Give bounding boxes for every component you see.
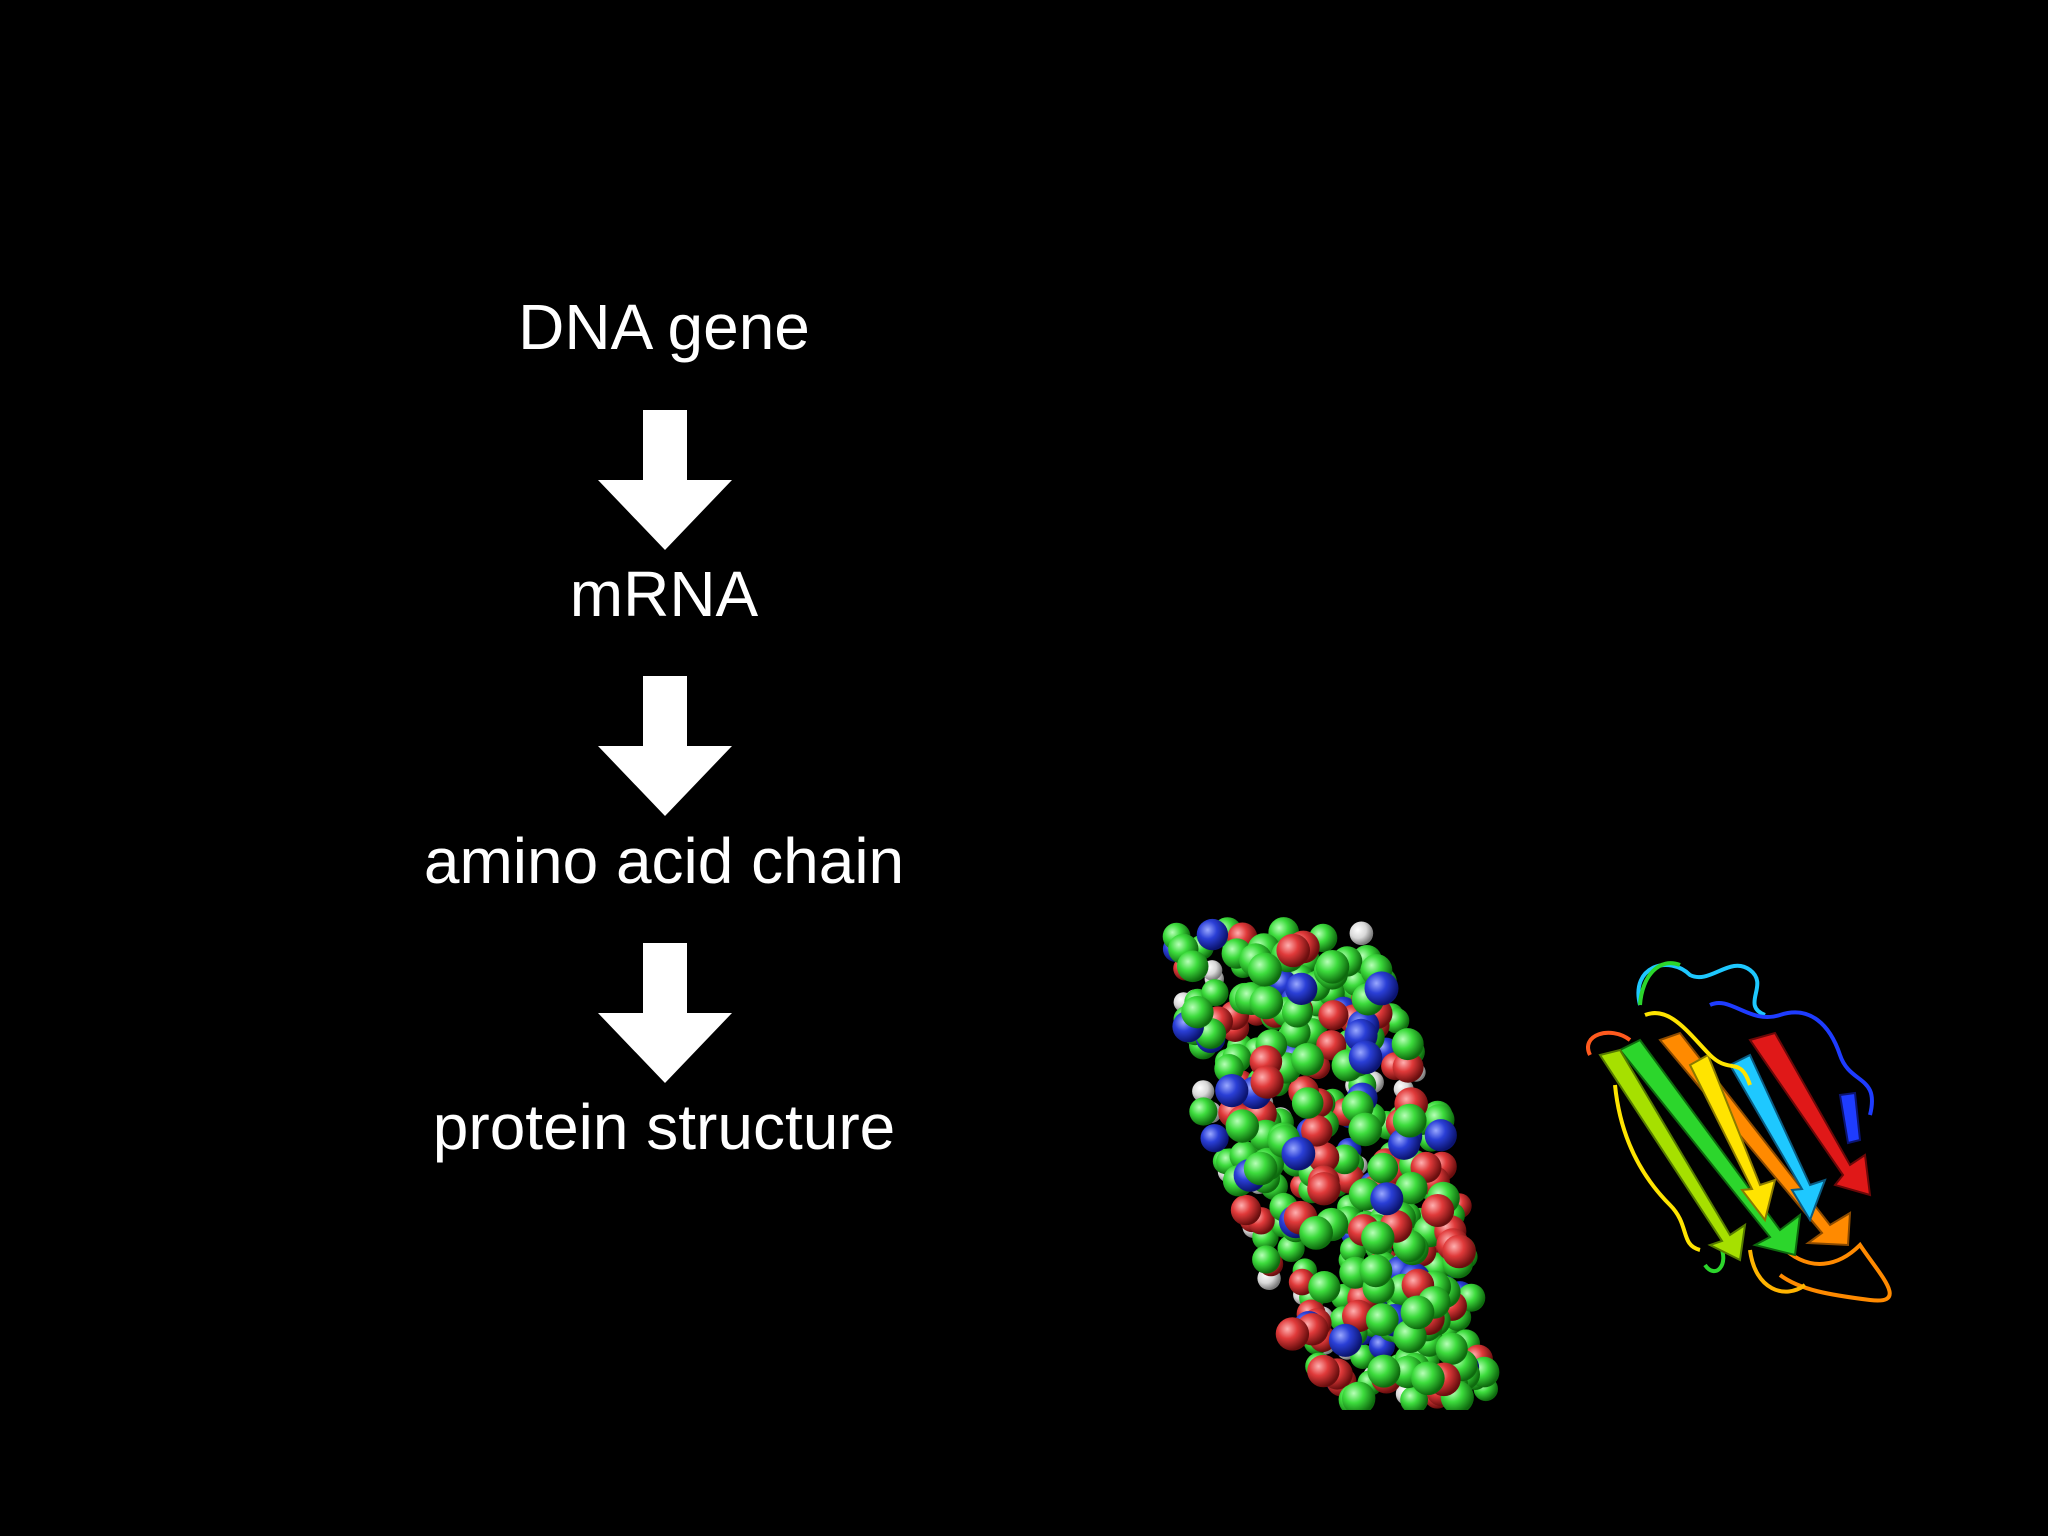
atom-sphere [1201,979,1229,1007]
step-protein-structure: protein structure [432,1091,896,1163]
atom-sphere [1308,1141,1340,1173]
atom-sphere [1348,1112,1382,1147]
atom-sphere [1200,1124,1229,1153]
atom-sphere [1442,1234,1476,1269]
atom-sphere [1301,1115,1333,1147]
atom-sphere [1215,1074,1249,1108]
atom-sphere [1243,1151,1278,1186]
down-arrow-icon [598,943,732,1083]
atom-sphere [1230,1194,1262,1226]
atom-sphere [1281,1136,1316,1171]
step-mrna: mRNA [569,558,759,630]
down-arrow-icon [598,676,732,816]
atom-sphere [1328,1323,1363,1357]
atom-sphere [1391,1028,1424,1061]
atom-sphere [1299,1216,1333,1250]
atom-sphere [1370,1182,1404,1216]
atom-sphere [1247,952,1282,987]
atom-sphere [1392,1051,1424,1083]
atom-sphere [1308,1271,1341,1304]
atom-sphere [1315,950,1350,984]
atom-sphere [1189,1097,1218,1126]
atom-sphere [1181,996,1214,1029]
atom-sphere [1196,918,1229,951]
atom-sphere [1225,1109,1259,1143]
atom-sphere [1421,1194,1455,1227]
atom-sphere [1291,1087,1324,1119]
atom-sphere [1285,972,1318,1005]
atom-sphere [1367,1152,1399,1184]
atom-sphere [1307,1172,1341,1206]
atom-sphere [1307,1354,1340,1388]
atom-sphere [1392,1103,1427,1138]
atom-sphere [1365,1303,1399,1337]
atom-sphere [1276,933,1310,968]
atom-sphere [1192,1080,1215,1103]
atom-sphere [1176,950,1209,983]
atom-sphere [1359,1254,1393,1288]
atom-sphere [1275,1317,1310,1351]
atom-sphere [1400,1295,1435,1330]
atom-sphere [1291,1043,1324,1076]
atom-sphere [1364,971,1399,1006]
step-dna-gene: DNA gene [518,291,810,363]
atom-sphere [1342,1299,1375,1333]
atom-sphere [1435,1332,1468,1365]
atom-sphere [1342,1381,1376,1410]
atom-sphere [1348,1040,1383,1075]
atom-sphere [1318,1000,1349,1031]
step-amino-acid-chain: amino acid chain [423,825,905,897]
atom-sphere [1424,1119,1457,1152]
atom-sphere [1250,1065,1284,1099]
down-arrow-icon [598,410,732,550]
ribbon-protein-model [1586,961,1892,1303]
space-filling-protein-model [1162,917,1500,1410]
atom-sphere [1411,1361,1445,1396]
atom-sphere [1249,985,1284,1020]
atom-sphere [1252,1245,1281,1274]
atom-sphere [1361,1221,1395,1255]
atom-sphere [1349,921,1374,946]
atom-sphere [1367,1354,1401,1388]
atom-sphere [1395,1171,1428,1205]
